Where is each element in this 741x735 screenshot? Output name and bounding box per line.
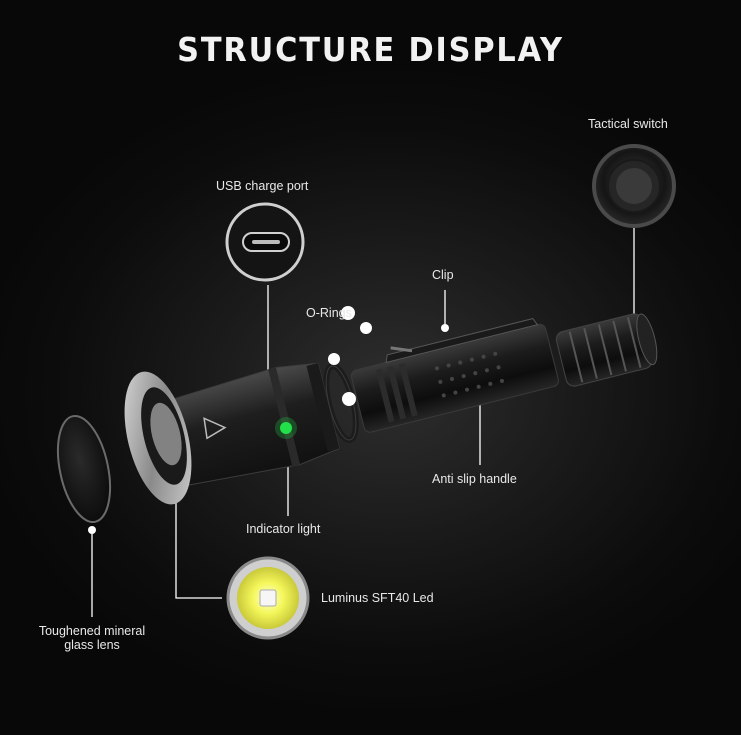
label-usb-port: USB charge port <box>216 179 309 193</box>
label-led: Luminus SFT40 Led <box>321 591 434 605</box>
label-clip: Clip <box>432 268 454 282</box>
o-ring-dot-3 <box>328 353 340 365</box>
tactical-switch-callout <box>592 144 676 228</box>
o-ring-dot-1 <box>341 306 355 320</box>
label-indicator-light: Indicator light <box>246 522 321 536</box>
tail-cap <box>555 313 658 387</box>
led-callout <box>226 556 310 640</box>
label-lens: Toughened mineral glass lens <box>30 624 154 652</box>
label-lens-line2: glass lens <box>64 638 120 652</box>
label-tactical-switch: Tactical switch <box>588 117 668 131</box>
flashlight-head <box>150 362 341 489</box>
o-ring-dot-2 <box>360 322 372 334</box>
usb-port-callout <box>225 202 305 282</box>
glass-lens-disc <box>56 414 112 524</box>
page-title: STRUCTURE DISPLAY <box>177 30 564 69</box>
label-o-rings: O-Rings <box>306 306 352 320</box>
label-lens-line1: Toughened mineral <box>38 624 146 638</box>
indicator-led-dot <box>280 422 292 434</box>
o-ring-dot-4 <box>342 392 356 406</box>
label-anti-slip-handle: Anti slip handle <box>432 472 517 486</box>
handle-body <box>350 318 559 433</box>
